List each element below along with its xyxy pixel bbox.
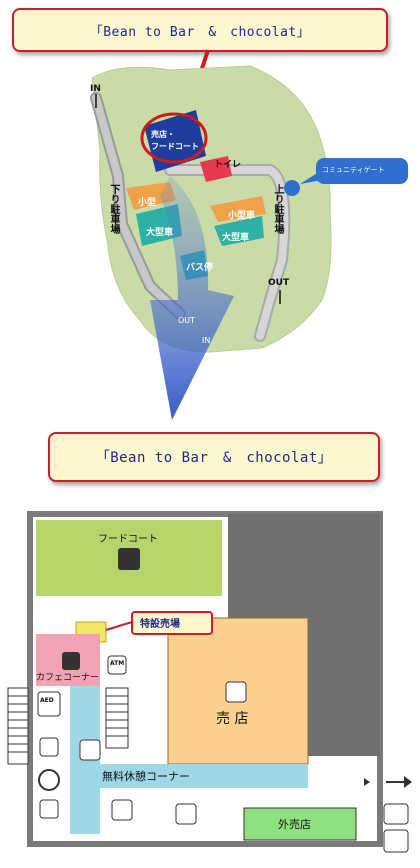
food-court-icon xyxy=(118,548,140,570)
atm-icon xyxy=(107,655,127,675)
outdoor-shop-area xyxy=(243,807,357,841)
restroom-icon xyxy=(383,829,409,853)
exit-triangle xyxy=(364,778,370,786)
food-court-label: フードコート xyxy=(98,534,158,545)
shop-highlight-circle xyxy=(140,112,208,164)
title-callout-top: 「Bean to Bar & chocolat」 xyxy=(12,8,388,52)
shop-label: 売 店 xyxy=(216,711,249,727)
down-parking-label: 下り駐車場 xyxy=(108,184,119,234)
aed-label: AED xyxy=(40,697,54,704)
info-icon xyxy=(38,769,60,791)
in-label-top: IN xyxy=(90,84,101,94)
rest-area-band xyxy=(70,764,308,788)
exit-arrow-head xyxy=(404,776,412,788)
water-fountain-icon xyxy=(79,739,101,761)
site-map xyxy=(90,49,408,420)
community-gate-label: コミュニティゲート xyxy=(322,166,385,174)
shop-building xyxy=(144,110,206,172)
community-gate-box xyxy=(316,158,408,184)
out-label-center: OUT xyxy=(178,316,196,325)
road-down-inner xyxy=(92,94,184,318)
road-up-inner xyxy=(166,166,289,340)
smoking-icon xyxy=(383,803,409,825)
free-rest-label: 無料休憩コーナー xyxy=(102,770,190,783)
small-car-label-2: 小型車 xyxy=(228,211,256,221)
cafe-icon xyxy=(62,652,80,670)
drink-icon xyxy=(39,737,59,757)
elevator-icon xyxy=(111,799,133,821)
outdoor-shop-label: 外売店 xyxy=(278,818,311,831)
special-sales-label: 特設売場 xyxy=(140,619,180,630)
cafe-label: カフェコーナー xyxy=(36,673,100,683)
baby-icon xyxy=(39,799,59,819)
parking-large-right xyxy=(214,216,264,246)
aed-icon xyxy=(37,691,61,717)
stairs-center xyxy=(105,687,129,749)
parking-small-right xyxy=(210,196,266,222)
in-label-center: IN xyxy=(202,336,211,345)
small-car-label-1: 小型 xyxy=(138,198,157,208)
special-sales-pointer xyxy=(105,621,133,631)
toilet-building xyxy=(200,156,232,182)
no-smoking-icon xyxy=(175,803,197,825)
community-gate-marker xyxy=(284,180,300,196)
atm-label: ATM xyxy=(110,660,125,667)
up-parking-label: 上り駐車場 xyxy=(272,184,283,234)
big-blue-arrow xyxy=(150,176,234,420)
toilet-label: トイレ xyxy=(214,160,242,170)
shop-label-1: 売店・ xyxy=(151,130,175,139)
shop-bag-icon xyxy=(225,681,247,703)
bus-stop-label: バス停 xyxy=(186,263,214,273)
title-callout-bottom: 「Bean to Bar & chocolat」 xyxy=(48,432,380,482)
out-label-right: OUT xyxy=(268,278,290,288)
shop-label-2: フードコート xyxy=(151,142,199,151)
stairs-left xyxy=(7,687,29,765)
large-car-label-2: 大型車 xyxy=(222,233,250,243)
large-car-label-1: 大型車 xyxy=(146,228,174,238)
